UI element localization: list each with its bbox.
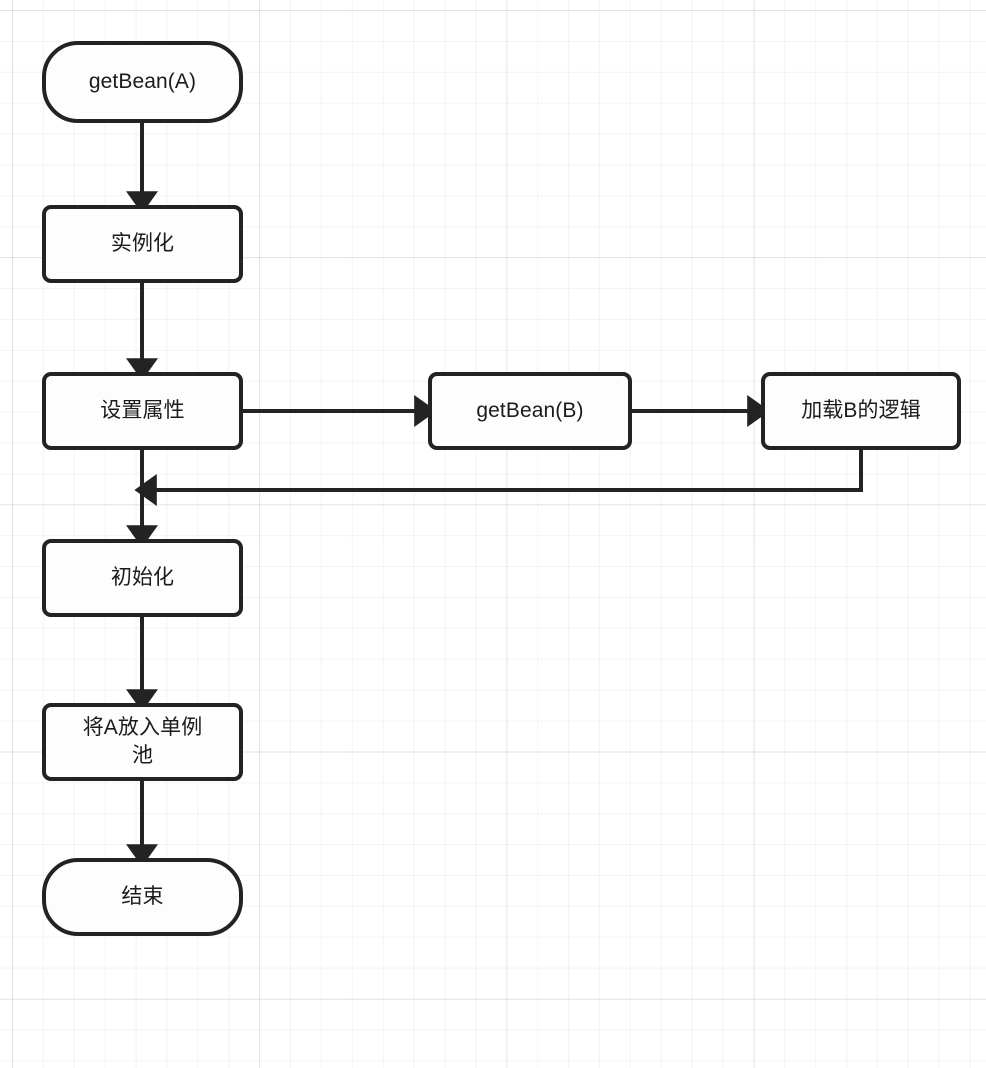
node-instantiate[interactable]: 实例化 xyxy=(42,205,243,283)
node-label: 设置属性 xyxy=(100,399,185,423)
node-label: 结束 xyxy=(121,885,164,909)
edge-load-b-logic-back-to-mainline xyxy=(134,450,863,506)
node-load-b-logic[interactable]: 加载B的逻辑 xyxy=(761,372,961,450)
node-end[interactable]: 结束 xyxy=(42,858,243,936)
node-getbean-b[interactable]: getBean(B) xyxy=(428,372,632,450)
node-start-getbean-a[interactable]: getBean(A) xyxy=(42,41,243,123)
node-label: 将A放入单例 池 xyxy=(82,716,203,767)
node-label: 实例化 xyxy=(110,232,175,256)
node-populate-properties[interactable]: 设置属性 xyxy=(42,372,243,450)
node-label: 加载B的逻辑 xyxy=(801,399,921,423)
node-label: getBean(B) xyxy=(476,399,584,423)
node-label: 初始化 xyxy=(110,566,175,590)
node-initialize[interactable]: 初始化 xyxy=(42,539,243,617)
node-put-a-into-singleton-pool[interactable]: 将A放入单例 池 xyxy=(42,703,243,781)
node-label: getBean(A) xyxy=(88,70,197,94)
